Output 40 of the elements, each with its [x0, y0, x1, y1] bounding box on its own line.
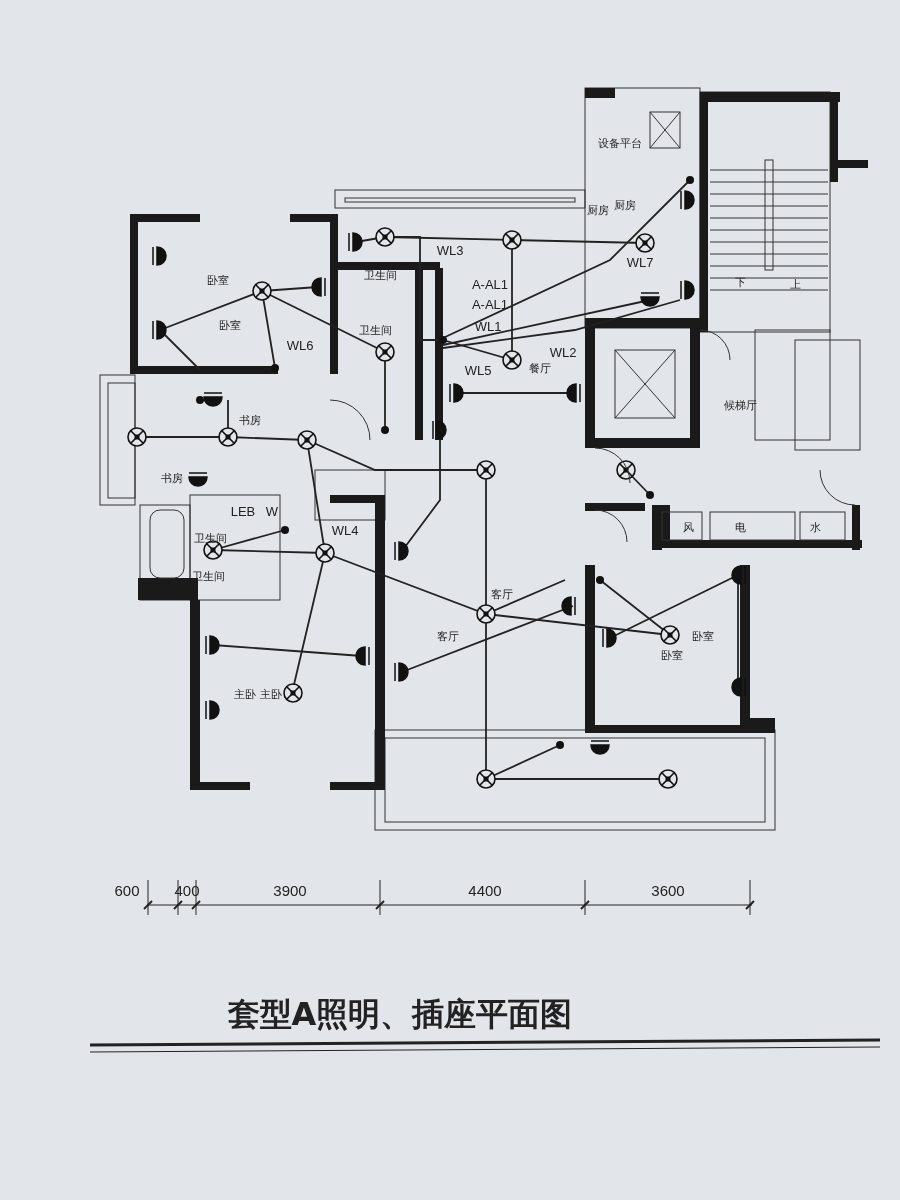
room-label: 设备平台: [598, 137, 642, 149]
dimension-label: 3900: [273, 882, 307, 898]
shaft-label: 电: [734, 521, 746, 533]
room-label: 卫生间: [193, 532, 227, 544]
circuit-label: WL3: [436, 243, 464, 257]
dimension-label: 4400: [468, 882, 502, 898]
room-label: 书房: [161, 472, 183, 484]
dimension-label: 3600: [651, 882, 685, 898]
stair-direction-label: 下: [734, 276, 746, 288]
room-label: 主卧: [260, 688, 282, 700]
room-label: 卧室: [692, 630, 714, 642]
circuit-label: WL2: [549, 345, 577, 359]
room-label: 卧室: [661, 649, 683, 661]
room-label: 餐厅: [529, 362, 551, 374]
circuit-label: WL1: [474, 319, 502, 333]
dimension-label: 600: [114, 882, 140, 898]
shaft-label: 风: [682, 521, 694, 533]
stair-direction-label: 上: [789, 278, 801, 290]
shaft-label: 水: [809, 521, 821, 533]
room-label: 厨房: [614, 199, 636, 211]
dimension-label: 400: [174, 882, 200, 898]
circuit-label: WL6: [286, 338, 314, 352]
room-label: 候梯厅: [723, 399, 757, 411]
circuit-label: WL7: [626, 255, 654, 269]
room-label: 卫生间: [358, 324, 392, 336]
panel-label: A-AL1: [471, 297, 509, 311]
circuit-label: WL4: [331, 523, 359, 537]
panel-label: A-AL1: [471, 277, 509, 291]
room-label: 客厅: [491, 588, 513, 600]
room-label: 厨房: [587, 204, 609, 216]
circuit-label: WL5: [464, 363, 492, 377]
room-label: 主卧: [234, 688, 256, 700]
drawing-title: 套型A照明、插座平面图: [227, 994, 573, 1035]
room-label: 卫生间: [363, 269, 397, 281]
panel-label: W: [265, 504, 279, 518]
room-label: 卧室: [207, 274, 229, 286]
room-label: 卧室: [219, 319, 241, 331]
room-label: 书房: [239, 414, 261, 426]
panel-label: LEB: [230, 504, 256, 518]
room-label: 客厅: [437, 630, 459, 642]
